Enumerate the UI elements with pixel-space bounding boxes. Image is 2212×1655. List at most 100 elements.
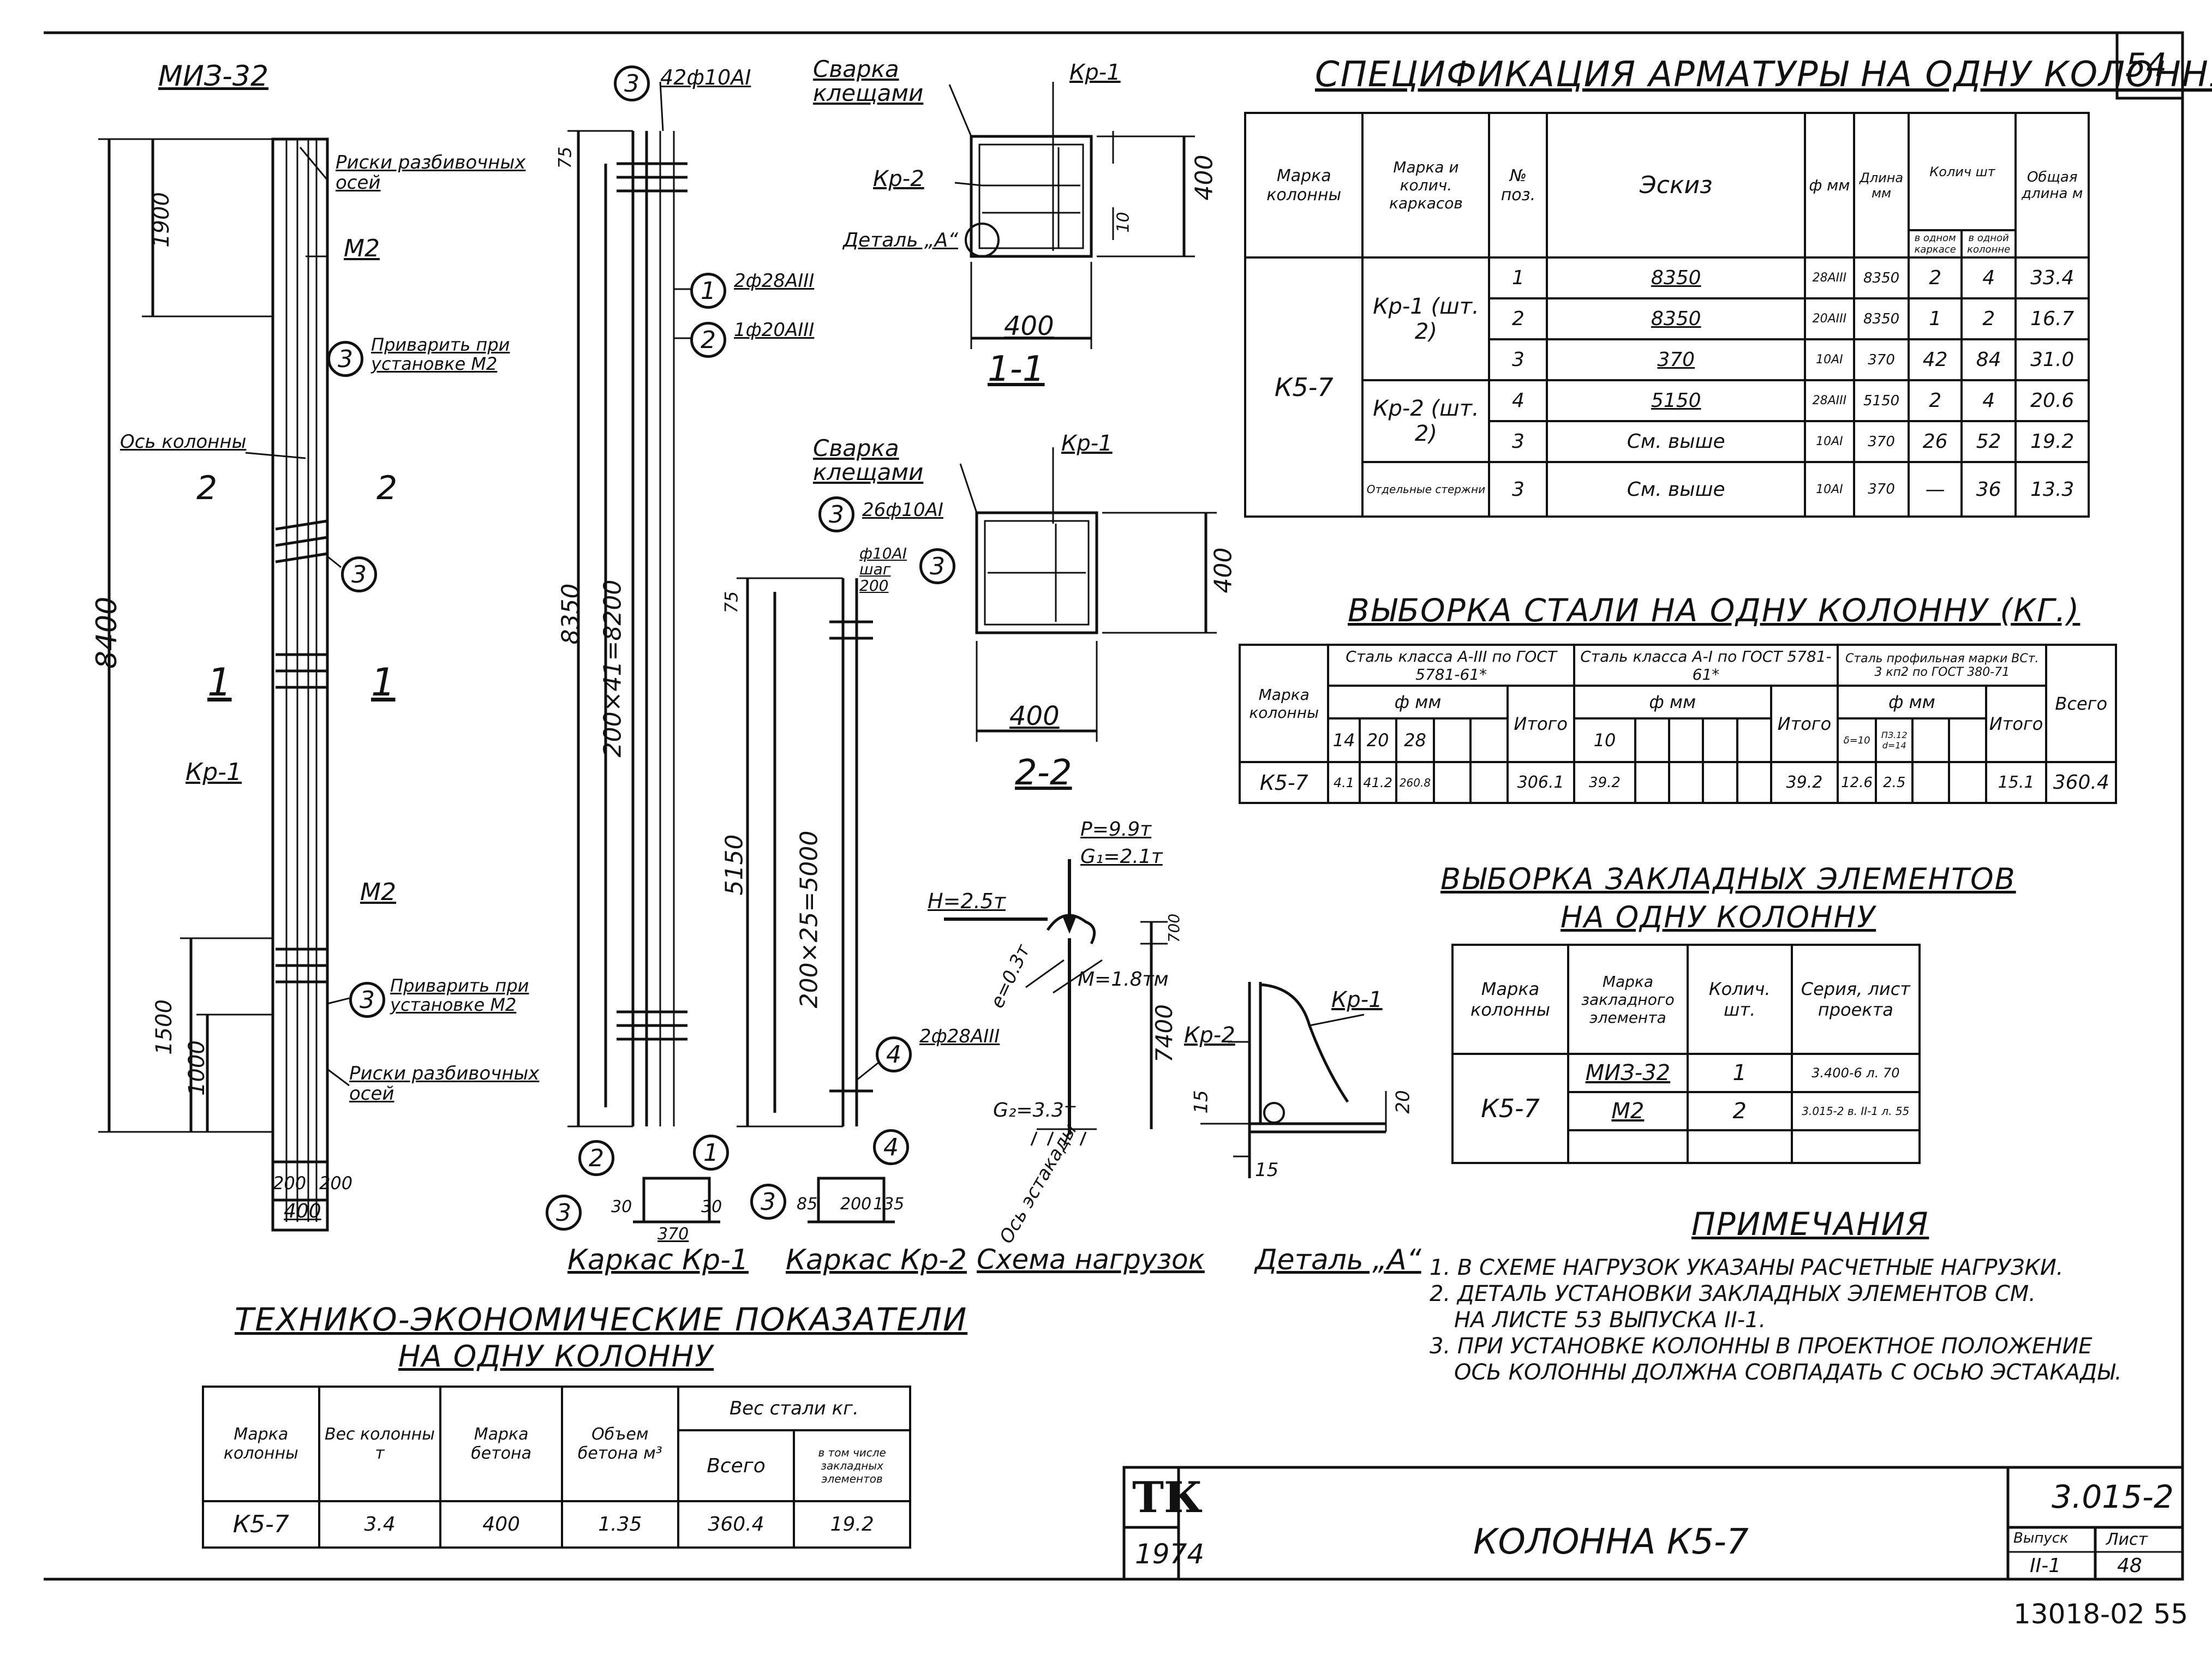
position-3-callout: 3 — [750, 1184, 786, 1220]
steel-d-prof: δ=10 — [1837, 717, 1878, 763]
tep-h-all: Всего — [677, 1429, 796, 1502]
steel-h-dia-a1: ф мм — [1573, 685, 1772, 719]
dim-400-sec1-v: 400 — [1190, 154, 1218, 201]
spec-q2: 84 — [1960, 338, 2017, 381]
dim-85: 85 — [797, 1195, 818, 1214]
bars-42-label: 42ф10АI — [660, 65, 751, 89]
emb-qty: 1 — [1686, 1053, 1793, 1093]
steel-a1-total: 39.2 — [1769, 761, 1839, 804]
steel-prof-val: 12.6 — [1837, 761, 1878, 804]
spec-h-total: Общая длина м — [2014, 112, 2090, 259]
dim-30-right: 30 — [701, 1197, 722, 1216]
spec-q2: 4 — [1960, 379, 2017, 422]
spec-h-qty: Колич шт — [1908, 112, 2017, 231]
tep-h-volume: Объем бетона м³ — [561, 1386, 679, 1502]
dim-75-kr1: 75 — [554, 146, 576, 169]
steel-d-prof: ПЗ.12 d=14 — [1875, 717, 1914, 763]
position-3-callout: 3 — [614, 65, 650, 101]
steel-d-a3: 28 — [1395, 717, 1436, 763]
spec-h-sketch: Эскиз — [1546, 112, 1807, 259]
steel-grand: 360.4 — [2045, 761, 2117, 804]
detail-a-callout: Деталь „А“ — [843, 229, 958, 251]
kr1-label: Кр-1 — [186, 758, 242, 786]
steel-h-prof: Сталь профильная марки ВСт. 3 кп2 по ГОС… — [1837, 644, 2048, 687]
note-line: 1. В схеме нагрузок указаны расчетные на… — [1430, 1255, 2064, 1280]
dim-15-h: 15 — [1255, 1159, 1279, 1181]
emb-h-series: Серия, лист проекта — [1790, 944, 1921, 1055]
dim-7400: 7400 — [1150, 1004, 1177, 1063]
section-2-mark-left: 2 — [196, 469, 218, 507]
tep-all: 360.4 — [677, 1500, 796, 1549]
section-2-mark-right: 2 — [376, 469, 398, 507]
position-1-callout: 1 — [693, 1135, 729, 1171]
steel-h-a3: Сталь класса А-III по ГОСТ 5781-61* — [1327, 644, 1575, 687]
section-1-mark-right: 1 — [371, 660, 396, 705]
position-4-callout: 4 — [876, 1036, 912, 1072]
spec-pos: 2 — [1488, 297, 1549, 340]
tep-volume: 1.35 — [561, 1500, 679, 1549]
dim-400-sec2-h: 400 — [1009, 701, 1060, 731]
embedded-title-2: на одну колонну — [1561, 900, 1876, 934]
detail-a-title: Деталь „А“ — [1255, 1244, 1421, 1276]
spec-frame-kr1: Кр-1 (шт. 2) — [1361, 256, 1491, 381]
steel-a3-total: 306.1 — [1506, 761, 1575, 804]
spec-q2: 2 — [1960, 297, 2017, 340]
dim-400-sec2-v: 400 — [1209, 547, 1237, 593]
steel-d-a3: 20 — [1358, 717, 1397, 763]
spec-q1: 2 — [1908, 379, 1963, 422]
emb-h-elem: Марка закладного элемента — [1567, 944, 1689, 1055]
kr2-section-label: Кр-2 — [873, 166, 924, 191]
dim-135: 135 — [873, 1195, 905, 1214]
spec-total: 33.4 — [2014, 256, 2090, 299]
spec-q2: 52 — [1960, 420, 2017, 463]
tep-table: Марка колонны Вес колонны т Марка бетона… — [202, 1386, 912, 1549]
load-scheme-title: Схема нагрузок — [977, 1244, 1205, 1275]
emb-qty: 2 — [1686, 1091, 1793, 1131]
steel-h-mark: Марка колонны — [1238, 644, 1330, 763]
spec-sketch: 8350 — [1546, 297, 1807, 340]
steel-h-dia-prof: ф мм — [1837, 685, 1987, 719]
stamp-year: 1974 — [1135, 1538, 1205, 1570]
spec-q1: 26 — [1908, 420, 1963, 463]
dim-370-kr1: 370 — [657, 1225, 689, 1244]
steel-h-total-prof: Итого — [1984, 685, 2048, 763]
emb-elem: М2 — [1567, 1091, 1689, 1131]
tep-incl: 19.2 — [793, 1500, 911, 1549]
section-2-2-title: 2-2 — [1015, 753, 1072, 793]
spacing-kr1: 200×41=8200 — [599, 579, 627, 758]
sheet-frame — [44, 31, 2184, 1581]
spec-pos: 4 — [1488, 379, 1549, 422]
section-1-1-drawing — [948, 82, 1195, 349]
tep-h-steel: Вес стали кг. — [677, 1386, 912, 1431]
steel-a3-val: 41.2 — [1358, 761, 1397, 804]
spec-h-qty-col: в одной колонне — [1960, 229, 2017, 259]
kr1-detail-label: Кр-1 — [1331, 987, 1383, 1012]
spec-pos: 1 — [1488, 256, 1549, 299]
emb-series: 3.015-2 в. II-1 л. 55 — [1790, 1091, 1921, 1131]
spec-q2: 4 — [1960, 256, 2017, 299]
tep-weight: 3.4 — [318, 1500, 442, 1549]
emb-mark: К5-7 — [1451, 1053, 1570, 1164]
dim-700: 700 — [1165, 913, 1183, 943]
spec-len: 8350 — [1852, 256, 1910, 299]
stamp-sheet: 48 — [2117, 1555, 2142, 1577]
bars-26-label: 26ф10АI — [862, 499, 943, 521]
frame-kr2-title: Каркас Кр-2 — [786, 1244, 967, 1276]
steel-a3-val: 260.8 — [1395, 761, 1436, 804]
load-g1-label: G₁=2.1т — [1080, 846, 1163, 868]
dim-400-sec1-h: 400 — [1004, 311, 1054, 341]
position-2-callout: 2 — [690, 322, 726, 358]
section-1-1-title: 1-1 — [988, 349, 1045, 389]
steel-title: Выборка стали на одну колонну (кг.) — [1348, 592, 2081, 629]
moment-label: M=1.8тм — [1078, 968, 1169, 991]
load-scheme-drawing — [944, 859, 1168, 1146]
spec-frame-separate: Отдельные стержни — [1361, 461, 1491, 518]
steel-h-a1: Сталь класса А-I по ГОСТ 5781-61* — [1573, 644, 1839, 687]
spec-table: Марка колонны Марка и колич. каркасов № … — [1243, 112, 2090, 518]
m2-top-label: М2 — [344, 235, 380, 262]
spec-q1: — — [1908, 461, 1963, 518]
load-h-label: H=2.5т — [928, 889, 1006, 913]
embedded-title-1: Выборка закладных элементов — [1440, 862, 2016, 896]
column-axis-label: Ось колонны — [120, 431, 247, 453]
note-line: ось колонны должна совпадать с осью эста… — [1454, 1360, 2122, 1385]
